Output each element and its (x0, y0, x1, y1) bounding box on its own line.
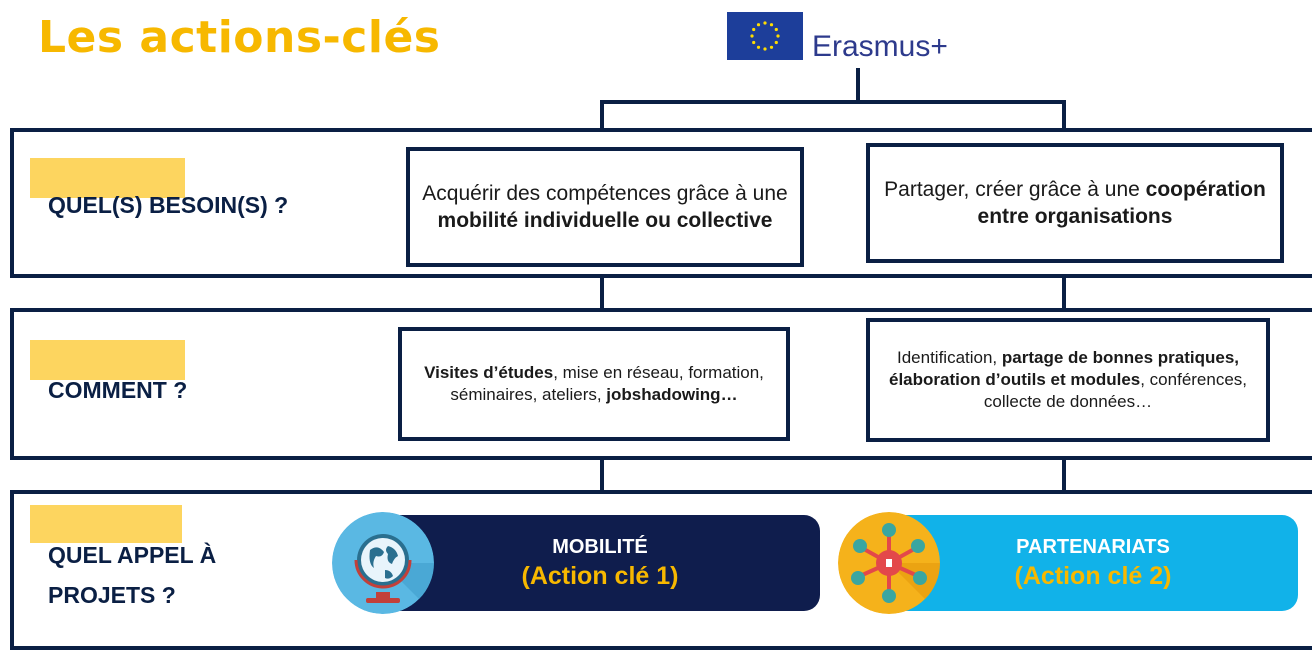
network-icon (838, 512, 940, 614)
connector-line (1062, 458, 1066, 492)
mobility-subtitle: (Action clé 1) (521, 562, 679, 590)
how-label: COMMENT ? (48, 377, 188, 403)
erasmus-brand-label: Erasmus+ (812, 30, 948, 63)
mobility-title: MOBILITÉ (552, 536, 648, 558)
globe-icon (332, 512, 434, 614)
box-text: , conférences, collecte de données… (983, 370, 1248, 411)
partnership-title: PARTENARIATS (1016, 536, 1170, 558)
need-cooperation-box: Partager, créer grâce à une coopération … (866, 143, 1284, 263)
partnership-call-card[interactable]: PARTENARIATS (Action clé 2) (888, 515, 1298, 611)
box-text-bold: partage de bonnes pratiques, élaboration… (888, 348, 1239, 389)
page-title: Les actions-clés (38, 12, 441, 63)
connector-line (600, 100, 1066, 104)
label-highlight (30, 340, 185, 380)
how-mobility-box: Visites d’études, mise en réseau, format… (398, 327, 790, 441)
box-text: Partager, créer grâce à une (884, 178, 1146, 201)
connector-line (856, 68, 860, 102)
box-text: Acquérir des compétences grâce à une (422, 182, 788, 205)
calls-label-line1: QUEL APPEL À (48, 542, 217, 568)
box-text-bold: Visites d’études (424, 363, 554, 382)
calls-label: QUEL APPEL À PROJETS ? (48, 540, 216, 610)
partnership-subtitle: (Action clé 2) (1014, 562, 1172, 590)
box-text-bold: jobshadowing… (606, 385, 738, 404)
connector-line (1062, 276, 1066, 310)
mobility-call-card[interactable]: MOBILITÉ (Action clé 1) (380, 515, 820, 611)
eu-flag-icon (727, 12, 803, 60)
box-text-bold: coopération entre organisations (977, 178, 1266, 228)
needs-label: QUEL(S) BESOIN(S) ? (48, 192, 289, 218)
box-text-bold: mobilité individuelle ou collective (437, 209, 773, 232)
box-text: Identification, (896, 348, 1002, 367)
box-text: , mise en réseau, formation, séminaires,… (450, 363, 764, 404)
how-cooperation-box: Identification, partage de bonnes pratiq… (866, 318, 1270, 442)
need-mobility-box: Acquérir des compétences grâce à une mob… (406, 147, 804, 267)
connector-line (600, 100, 604, 130)
calls-label-line2: PROJETS ? (48, 582, 176, 608)
label-highlight (30, 505, 182, 543)
connector-line (600, 458, 604, 492)
label-highlight (30, 158, 185, 198)
connector-line (1062, 100, 1066, 130)
connector-line (600, 276, 604, 310)
